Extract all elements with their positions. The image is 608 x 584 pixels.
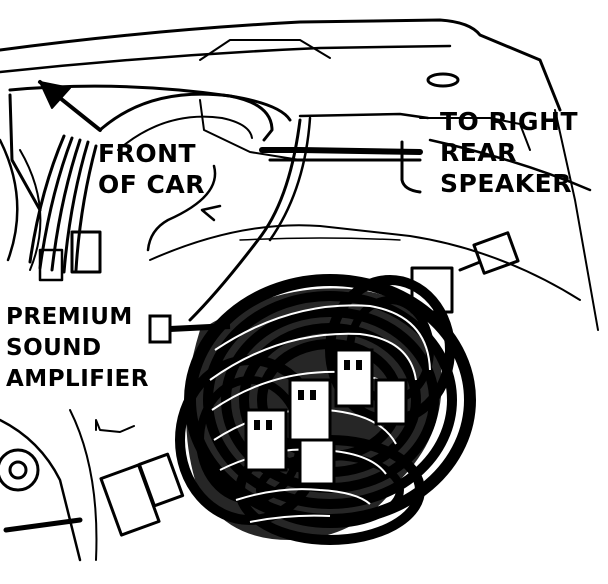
label-line: OF CAR [98,170,205,199]
pointer-hook [146,164,217,252]
lower-connector [99,463,161,537]
left-connector-2 [38,248,64,282]
oval-slot [426,72,460,88]
label-line: SPEAKER [440,169,572,198]
amplifier-connectors [244,348,408,486]
left-bracket [8,93,42,212]
label-line: TO RIGHT [440,107,579,136]
label-line: AMPLIFIER [6,366,149,392]
lower-trim [0,418,82,562]
rear-deck-line-3 [419,117,531,151]
lower-connector-2 [137,452,185,508]
label-line: PREMIUM [6,304,133,330]
label-line: SOUND [6,335,102,361]
label-line: REAR [440,138,517,167]
left-connector [70,230,102,274]
floor-line [149,224,581,301]
lower-trim-2 [69,409,98,561]
arrow-head [39,81,71,109]
label-to-right-rear-speaker: TO RIGHT REAR SPEAKER [440,106,578,199]
curved-trim-outer [98,92,274,142]
round-fitting-inner [8,460,28,480]
label-line: FRONT [98,139,197,168]
screw [3,517,83,533]
small-arrow [200,204,222,222]
label-front-of-car: FRONT OF CAR [98,138,205,200]
curved-trim-inner [117,115,253,151]
right-edge [554,109,599,331]
amp-feed-clip [148,314,172,344]
panel-vertical [199,99,301,161]
floor-line-2 [239,237,401,241]
rear-deck-line-2 [428,138,592,192]
leader-line [95,419,135,433]
speaker-opening [400,140,422,194]
routing-wire-2 [268,116,312,242]
left-harness [28,134,98,274]
plug-wire [458,260,482,272]
upper-panel-edge [0,44,452,74]
plug-body [472,231,520,275]
connector-pins [254,360,362,430]
rear-deck-line [298,112,430,120]
panel-step [199,39,331,61]
routing-wire [188,118,302,322]
speaker-wire [259,147,423,155]
upper-panel-outline [0,18,562,112]
round-fitting [0,448,40,492]
label-premium-sound-amplifier: PREMIUM SOUND AMPLIFIER [6,302,149,395]
left-curve-panel [0,138,19,262]
